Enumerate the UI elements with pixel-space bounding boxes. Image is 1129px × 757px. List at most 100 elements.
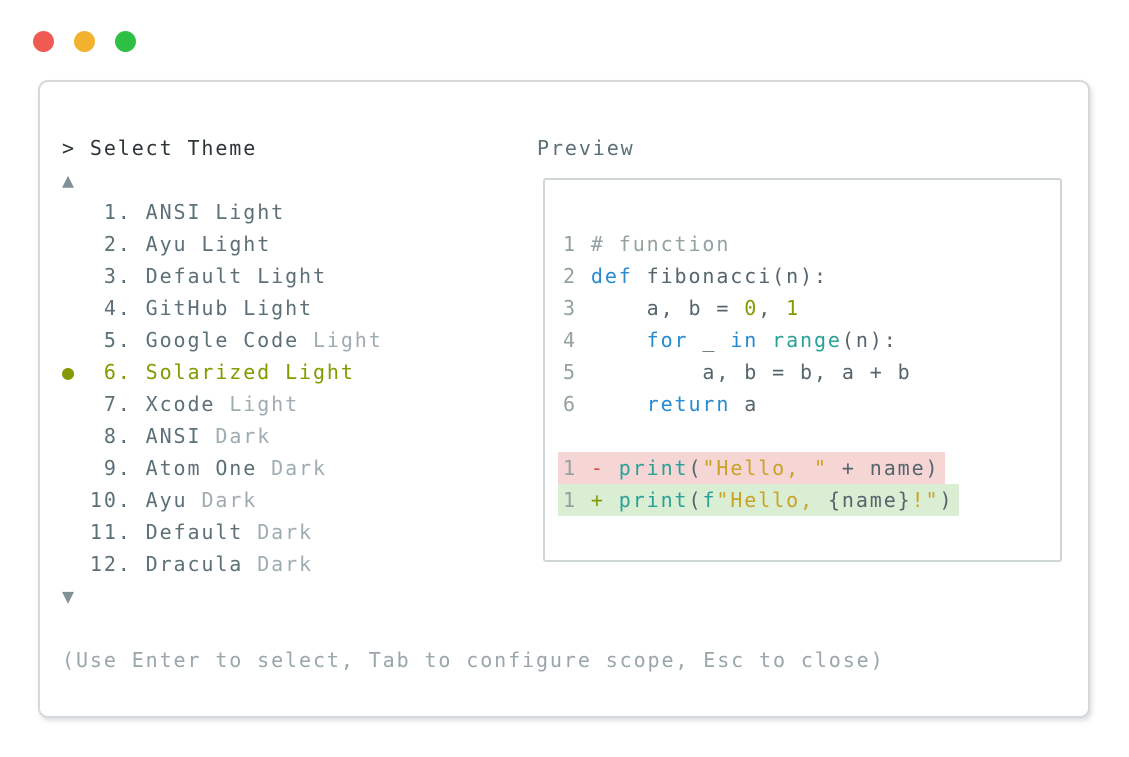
theme-option[interactable]: 9. Atom One Dark (62, 452, 885, 484)
selected-bullet-icon (62, 232, 90, 256)
theme-name: Default (145, 520, 244, 544)
diff-added-line: 1 + print(f"Hello, {name}!") (558, 484, 960, 516)
code-token (605, 488, 619, 512)
theme-option[interactable]: 4. GitHub Light (62, 292, 885, 324)
theme-option[interactable]: ● 6. Solarized Light (62, 356, 885, 388)
code-token: 5 (563, 360, 591, 384)
text-segment (243, 552, 257, 576)
selected-bullet-icon (62, 424, 90, 448)
theme-name: Ayu (145, 488, 188, 512)
theme-number: 12. (89, 552, 146, 576)
selected-bullet-icon (62, 552, 90, 576)
text-segment (299, 328, 313, 352)
theme-number: 3. (89, 264, 146, 288)
close-button[interactable] (33, 31, 54, 52)
scroll-up-icon[interactable]: ▲ (62, 168, 76, 192)
selected-bullet-icon (62, 328, 90, 352)
code-token: - (590, 456, 605, 480)
text-segment (201, 424, 215, 448)
code-token (758, 328, 772, 352)
theme-option[interactable]: 1. ANSI Light (62, 196, 885, 228)
theme-picker-column: > Select Theme ▲ 1. ANSI Light 2. Ayu Li… (62, 132, 885, 676)
code-token: 2 (563, 264, 591, 288)
scroll-down-icon[interactable]: ▼ (62, 584, 76, 608)
selected-bullet-icon (62, 392, 90, 416)
theme-option[interactable]: 8. ANSI Dark (62, 420, 885, 452)
window-controls (33, 31, 136, 52)
code-token: !" (911, 488, 940, 512)
code-token: (n): (841, 328, 898, 352)
code-token: 4 (563, 328, 591, 352)
theme-name: Xcode (145, 392, 216, 416)
selected-bullet-icon (62, 488, 90, 512)
code-token: 6 (563, 392, 591, 416)
theme-option[interactable]: 5. Google Code Light (62, 324, 885, 356)
code-token: "Hello, " (702, 456, 828, 480)
theme-option[interactable]: 12. Dracula Dark (62, 548, 885, 580)
code-token: ) (939, 488, 954, 512)
theme-variant: Dark (215, 424, 272, 448)
theme-name: Ayu (145, 232, 188, 256)
theme-number: 1. (89, 200, 146, 224)
code-line: 3 a, b = 0, 1 (563, 292, 800, 324)
theme-name: GitHub (145, 296, 230, 320)
theme-variant: Light (285, 360, 355, 384)
code-token: 1 (563, 456, 591, 480)
theme-option[interactable]: 11. Default Dark (62, 516, 885, 548)
minimize-button[interactable] (74, 31, 95, 52)
text-segment (243, 520, 257, 544)
code-token: f (702, 488, 717, 512)
code-token: a, b = b, a + b (590, 360, 912, 384)
code-line: 1 # function (563, 228, 730, 260)
theme-list: 1. ANSI Light 2. Ayu Light 3. Default Li… (62, 196, 885, 580)
theme-variant: Light (201, 232, 272, 256)
theme-name: Solarized (145, 360, 272, 384)
theme-number: 9. (89, 456, 146, 480)
theme-variant: Light (257, 264, 327, 288)
code-token: for (646, 328, 689, 352)
code-token: print (618, 456, 689, 480)
code-token: a, b = (590, 296, 745, 320)
diff-removed-line: 1 - print("Hello, " + name) (558, 452, 946, 484)
text-segment (215, 392, 229, 416)
selected-bullet-icon: ● (62, 360, 90, 384)
text-segment (257, 456, 271, 480)
theme-name: Atom One (145, 456, 258, 480)
keyboard-hint: (Use Enter to select, Tab to configure s… (62, 648, 885, 672)
code-token: + (590, 488, 605, 512)
theme-variant: Light (243, 296, 313, 320)
theme-variant: Dark (257, 552, 313, 576)
theme-variant: Light (312, 328, 383, 352)
code-token: a (730, 392, 759, 416)
theme-name: ANSI (145, 424, 202, 448)
preview-label: Preview (537, 136, 635, 160)
theme-variant: Dark (271, 456, 327, 480)
theme-number: 4. (89, 296, 146, 320)
theme-option[interactable]: 10. Ayu Dark (62, 484, 885, 516)
theme-option[interactable]: 3. Default Light (62, 260, 885, 292)
theme-name: Default (145, 264, 244, 288)
code-token: ( (688, 456, 703, 480)
theme-variant: Light (215, 200, 286, 224)
code-token: fibonacci(n): (632, 264, 828, 288)
code-line: 5 a, b = b, a + b (563, 356, 912, 388)
code-token (605, 456, 619, 480)
code-token: {name} (827, 488, 912, 512)
selected-bullet-icon (62, 200, 90, 224)
code-token: 1 (786, 296, 801, 320)
spacer-line (62, 612, 885, 644)
theme-number: 5. (89, 328, 146, 352)
theme-name: Dracula (145, 552, 244, 576)
code-token: return (646, 392, 731, 416)
code-token: range (772, 328, 842, 352)
theme-option[interactable]: 2. Ayu Light (62, 228, 885, 260)
theme-option[interactable]: 7. Xcode Light (62, 388, 885, 420)
code-token: # function (590, 232, 731, 256)
selected-bullet-icon (62, 264, 90, 288)
maximize-button[interactable] (115, 31, 136, 52)
theme-variant: Light (229, 392, 300, 416)
code-token: 3 (563, 296, 591, 320)
